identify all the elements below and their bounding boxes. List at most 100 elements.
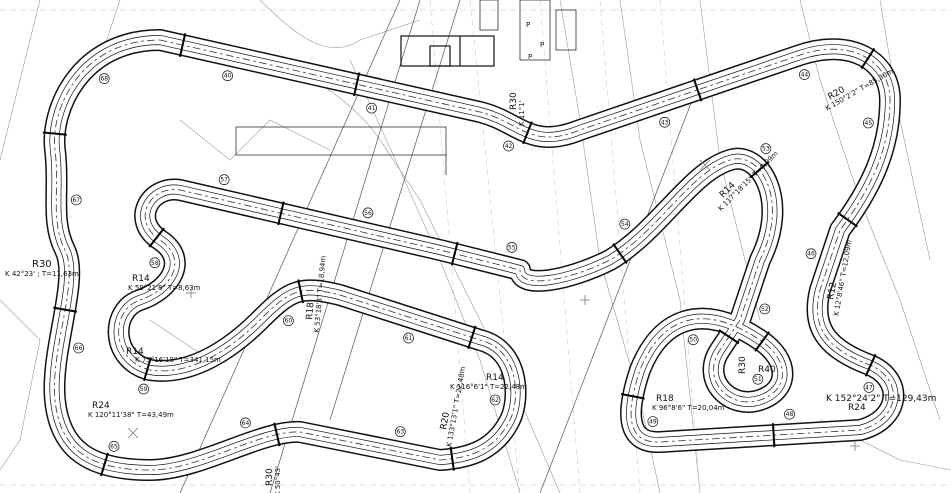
svg-text:K 75°16'18" T=341,15m: K 75°16'18" T=341,15m — [135, 356, 221, 364]
svg-text:K 11°1': K 11°1' — [518, 100, 526, 126]
station-circle — [403, 332, 414, 344]
station-marker: 67 — [70, 194, 82, 206]
svg-text:K 42°23' ; T=11,63m: K 42°23' ; T=11,63m — [5, 270, 79, 278]
station-marker: 64 — [240, 417, 251, 429]
station-marker: 42 — [503, 140, 514, 152]
svg-text:P: P — [540, 41, 544, 49]
station-number: 50 — [689, 337, 697, 344]
track-crossbar — [42, 131, 67, 136]
station-number: 60 — [285, 318, 293, 325]
station-marker: 46 — [805, 248, 817, 260]
station-number: 44 — [801, 72, 809, 79]
station-circle — [863, 117, 874, 129]
station-number: 48 — [786, 411, 794, 418]
station-circle — [784, 408, 795, 420]
station-marker: 50 — [687, 334, 699, 346]
track-centerline-dashed — [54, 39, 894, 471]
svg-text:R24: R24 — [92, 401, 110, 411]
station-marker: 62 — [489, 394, 501, 406]
track-crossbar — [277, 201, 285, 226]
station-circle — [799, 69, 810, 80]
station-circle — [222, 70, 233, 82]
station-circle — [759, 303, 771, 315]
station-circle — [863, 382, 875, 393]
station-number: 46 — [807, 251, 815, 258]
station-marker: 68 — [98, 73, 110, 84]
station-number: 61 — [405, 335, 413, 342]
station-circle — [218, 174, 230, 186]
station-marker: 60 — [282, 315, 294, 327]
track-crossbar — [449, 446, 455, 471]
station-circle — [240, 417, 251, 429]
track-crossbar — [864, 353, 877, 377]
curve-label-c6: R14 K 116°6'1" T=22,48m — [450, 373, 527, 391]
track-crossbar — [692, 78, 703, 102]
station-number: 53 — [762, 146, 770, 153]
station-marker: 45 — [863, 117, 874, 129]
station-marker: 52 — [759, 303, 771, 315]
station-marker: 66 — [73, 342, 84, 354]
station-marker: 65 — [108, 440, 120, 452]
curve-label-c16: R30 — [738, 356, 748, 374]
station-number: 42 — [505, 143, 513, 150]
curve-label-c1: R30 K 42°23' ; T=11,63m — [5, 259, 79, 278]
station-marker: 61 — [403, 332, 414, 344]
station-circle — [70, 194, 82, 206]
station-marker: 44 — [799, 69, 810, 80]
svg-text:K 152°24'2" T=129,43m: K 152°24'2" T=129,43m — [826, 394, 936, 404]
svg-text:K 116°6'1" T=22,48m: K 116°6'1" T=22,48m — [450, 383, 527, 391]
track-crossbar — [467, 325, 477, 350]
station-circle — [752, 373, 764, 385]
track-crossbar — [837, 211, 858, 228]
svg-text:P: P — [528, 53, 532, 61]
station-marker: 41 — [366, 102, 377, 114]
building-block — [400, 0, 577, 67]
station-circle — [282, 315, 294, 327]
station-circle — [73, 342, 84, 354]
station-number: 65 — [110, 443, 118, 450]
curve-label-c15: R40 — [758, 365, 776, 375]
station-marker: 48 — [784, 408, 795, 420]
station-circle — [108, 440, 120, 452]
station-number: 66 — [75, 345, 83, 352]
station-circle — [687, 334, 699, 346]
station-circle — [647, 416, 659, 427]
curve-label-c4: R24 K 120°11'38" T=43,49m — [88, 401, 174, 419]
station-circle — [805, 248, 817, 260]
station-circle — [149, 257, 161, 269]
curve-label-c2: R14 K 59°21'8" T=8,63m — [128, 274, 201, 292]
station-circle — [659, 116, 671, 128]
parking-markers: P P P — [526, 21, 544, 61]
svg-text:R30: R30 — [265, 468, 275, 486]
cross-markers — [127, 159, 860, 451]
track-crossbars — [42, 33, 877, 477]
station-marker: 49 — [647, 416, 659, 427]
station-circle — [503, 140, 514, 152]
svg-text:P: P — [526, 21, 530, 29]
track-crossbar — [771, 423, 776, 448]
station-number: 45 — [865, 120, 873, 127]
svg-text:K 59°21'8" T=8,63m: K 59°21'8" T=8,63m — [128, 284, 201, 292]
station-circle — [619, 218, 631, 230]
track-crossbar — [450, 241, 459, 266]
station-marker: 40 — [222, 70, 233, 82]
station-circle — [489, 394, 501, 406]
svg-text:R14: R14 — [126, 347, 144, 357]
station-number: 49 — [649, 419, 657, 426]
track-crossbar — [297, 279, 304, 304]
svg-text:R40: R40 — [758, 365, 776, 375]
track-crossbar — [718, 329, 740, 345]
station-number: 68 — [100, 76, 108, 83]
svg-text:K 50°43': K 50°43' — [274, 466, 282, 493]
svg-text:R24: R24 — [848, 403, 866, 413]
station-marker: 58 — [149, 257, 161, 269]
station-number: 63 — [397, 429, 405, 436]
station-circle — [394, 426, 406, 438]
paddock-outlines — [235, 126, 447, 175]
station-marker: 51 — [752, 373, 764, 385]
station-marker: 53 — [760, 143, 772, 154]
track-crossbar — [143, 357, 152, 382]
track-crossbar — [353, 72, 361, 97]
station-marker: 57 — [218, 174, 230, 186]
